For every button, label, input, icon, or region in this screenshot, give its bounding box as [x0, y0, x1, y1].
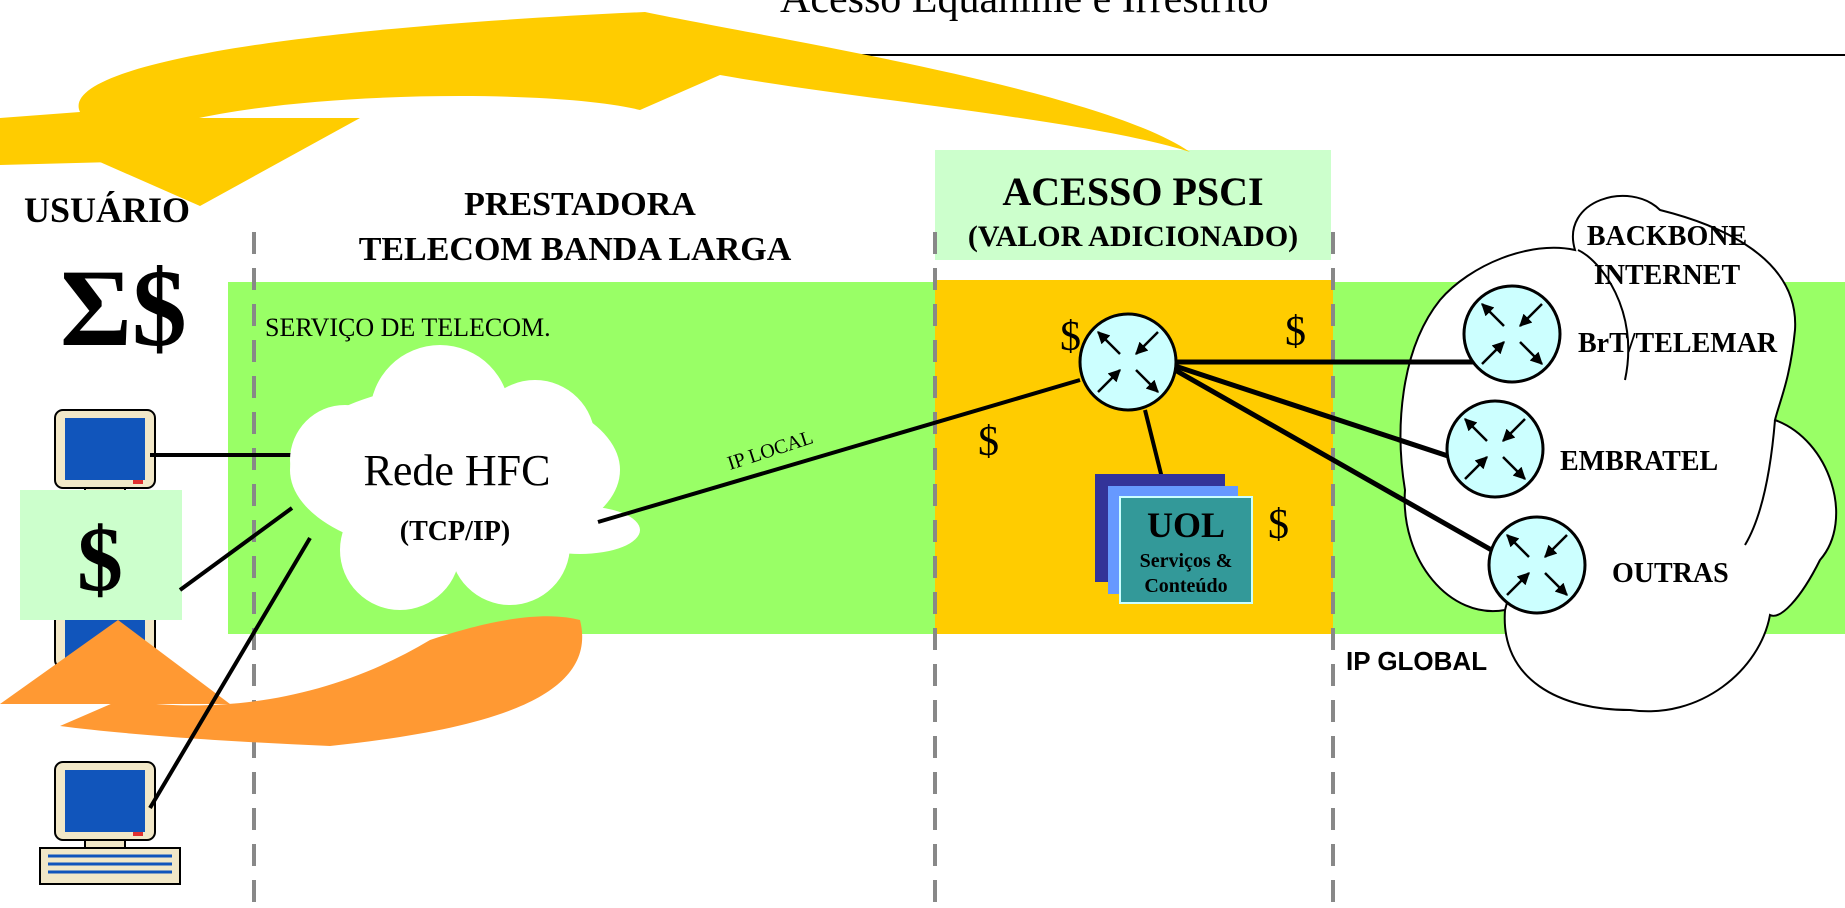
- psci-header-box: [935, 150, 1331, 260]
- backbone-title-1: BACKBONE: [1587, 221, 1747, 252]
- service-label: SERVIÇO DE TELECOM.: [265, 313, 551, 342]
- psci-sublabel: (VALOR ADICIONADO): [968, 220, 1298, 253]
- router-icon: [1489, 517, 1585, 613]
- usuario-label: USUÁRIO: [24, 190, 190, 230]
- psci-dollar-left: $: [1060, 314, 1081, 360]
- backbone-title-2: INTERNET: [1594, 260, 1741, 291]
- ip-global-label: IP GLOBAL: [1346, 646, 1487, 676]
- server-stack-icon: [1095, 474, 1253, 604]
- router-icon: [1080, 314, 1176, 410]
- uol-subtitle-1: Serviços &: [1140, 550, 1233, 572]
- top-arrow-head: [0, 118, 360, 206]
- provider-label-1: BrT/TELEMAR: [1578, 328, 1778, 359]
- page-title: Acesso Equânime e Irrestrito: [780, 0, 1269, 22]
- router-icon: [1464, 286, 1560, 382]
- router-icon: [1447, 401, 1543, 497]
- provider-label-2: EMBRATEL: [1560, 446, 1718, 477]
- uol-title: UOL: [1147, 505, 1225, 545]
- bottom-arrow-head: [0, 620, 230, 704]
- prestadora-sublabel: TELECOM BANDA LARGA: [359, 231, 792, 268]
- hfc-label: Rede HFC: [364, 446, 551, 495]
- psci-dollar-lower: $: [978, 419, 999, 465]
- uol-subtitle-2: Conteúdo: [1144, 575, 1227, 597]
- psci-label: ACESSO PSCI: [1002, 169, 1263, 214]
- sigma-dollar-symbol: Σ$: [60, 247, 187, 369]
- provider-label-3: OUTRAS: [1612, 558, 1729, 589]
- prestadora-label: PRESTADORA: [464, 186, 696, 223]
- bottom-curved-arrow-icon: [60, 616, 583, 746]
- hfc-protocol-label: (TCP/IP): [400, 516, 510, 547]
- psci-dollar-right: $: [1285, 309, 1306, 355]
- uol-dollar: $: [1268, 502, 1289, 548]
- user-dollar-symbol: $: [77, 508, 123, 610]
- top-curved-arrow-icon: [0, 12, 1190, 165]
- user-dollar-box: [20, 490, 182, 620]
- keyboard-icon: [39, 847, 181, 885]
- hfc-cloud-icon: [290, 345, 640, 610]
